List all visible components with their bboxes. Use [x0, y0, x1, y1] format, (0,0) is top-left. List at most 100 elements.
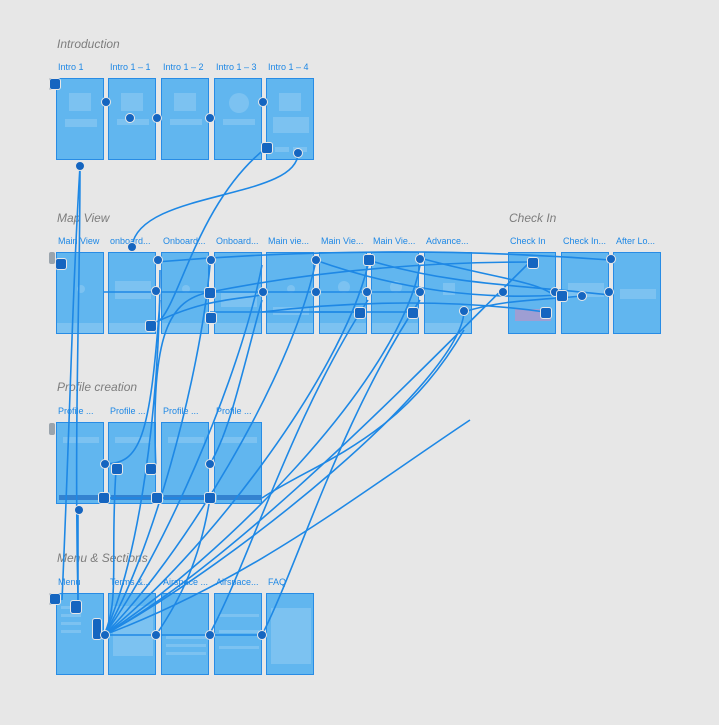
wire — [61, 165, 81, 601]
continue-button[interactable] — [217, 495, 261, 500]
hotspot-link[interactable] — [311, 255, 321, 265]
frame-intro-1-3[interactable] — [214, 78, 262, 160]
section-title-menu-sections: Menu & Sections — [57, 551, 148, 565]
hotspot-link[interactable] — [606, 254, 616, 264]
hotspot-link[interactable] — [415, 254, 425, 264]
hotspot-next[interactable] — [205, 459, 215, 469]
hotspot-link[interactable] — [604, 287, 614, 297]
map-pin-icon — [77, 285, 85, 293]
hotspot-marker[interactable] — [49, 78, 61, 90]
wire — [103, 419, 471, 636]
hotspot-next[interactable] — [205, 113, 215, 123]
hotspot-next[interactable] — [205, 630, 215, 640]
hotspot-link[interactable] — [258, 287, 268, 297]
list-row[interactable] — [219, 646, 259, 649]
hotspot-link[interactable] — [415, 287, 425, 297]
hotspot-link[interactable] — [70, 600, 82, 614]
menu-item[interactable] — [61, 622, 81, 625]
hotspot-link[interactable] — [204, 492, 216, 504]
list-row[interactable] — [219, 630, 259, 633]
wire — [103, 261, 531, 636]
list-row[interactable] — [166, 644, 206, 647]
form-field — [63, 437, 99, 443]
map-pin-icon — [287, 285, 295, 293]
hotspot-link[interactable] — [145, 463, 157, 475]
hotspot-next[interactable] — [498, 287, 508, 297]
flow-start-marker[interactable] — [49, 252, 55, 264]
wire — [209, 261, 533, 293]
hotspot-link[interactable] — [55, 258, 67, 270]
hotspot-link[interactable] — [151, 286, 161, 296]
frame-intro-1[interactable] — [56, 78, 104, 160]
wire — [103, 264, 263, 636]
list-row[interactable] — [166, 652, 206, 655]
flow-start-marker[interactable] — [49, 423, 55, 435]
hotspot-link[interactable] — [92, 618, 102, 640]
bottom-toolbar — [372, 323, 418, 333]
hotspot-link[interactable] — [127, 242, 137, 252]
wire — [103, 264, 421, 636]
section-title-introduction: Introduction — [57, 37, 120, 51]
hotspot-link[interactable] — [407, 307, 419, 319]
hotspot-link[interactable] — [363, 254, 375, 266]
menu-item[interactable] — [61, 614, 81, 617]
hotspot-link[interactable] — [98, 492, 110, 504]
hotspot-link[interactable] — [459, 306, 469, 316]
frame-profile-1[interactable] — [56, 422, 104, 504]
intro-skip-button[interactable] — [275, 147, 289, 152]
hotspot-link[interactable] — [540, 307, 552, 319]
list-row[interactable] — [166, 636, 206, 639]
faq-text-block — [271, 608, 311, 664]
menu-item[interactable] — [61, 630, 81, 633]
intro-illustration-icon — [279, 93, 301, 111]
hotspot-next[interactable] — [257, 630, 267, 640]
frame-intro-1-4[interactable] — [266, 78, 314, 160]
frame-intro-1-2[interactable] — [161, 78, 209, 160]
hotspot-link[interactable] — [205, 312, 217, 324]
hotspot-next[interactable] — [125, 113, 135, 123]
wire — [103, 469, 117, 636]
hotspot-link[interactable] — [293, 148, 303, 158]
wire — [103, 264, 369, 636]
frame-faq[interactable] — [266, 593, 314, 675]
wire — [367, 259, 611, 296]
wire — [103, 264, 211, 636]
hotspot-next[interactable] — [258, 97, 268, 107]
hotspot-link[interactable] — [311, 287, 321, 297]
hotspot-next[interactable] — [101, 97, 111, 107]
hotspot-link[interactable] — [153, 255, 163, 265]
intro-text-block — [170, 119, 202, 125]
hotspot-link[interactable] — [204, 287, 216, 299]
bottom-toolbar — [57, 323, 103, 333]
hotspot-link[interactable] — [151, 492, 163, 504]
list-row[interactable] — [219, 614, 259, 617]
hotspot-link[interactable] — [556, 290, 568, 302]
continue-button[interactable] — [59, 495, 103, 500]
frame-after-login[interactable] — [613, 252, 661, 334]
form-field — [168, 437, 204, 443]
hotspot-next[interactable] — [152, 113, 162, 123]
hotspot-link[interactable] — [151, 630, 161, 640]
frame-profile-4[interactable] — [214, 422, 262, 504]
info-bar — [273, 307, 309, 315]
hotspot-link[interactable] — [74, 505, 84, 515]
form-field — [221, 437, 257, 443]
hotspot-link[interactable] — [362, 287, 372, 297]
hotspot-next[interactable] — [100, 459, 110, 469]
hotspot-link[interactable] — [261, 142, 273, 154]
hotspot-link[interactable] — [75, 161, 85, 171]
hotspot-marker[interactable] — [49, 593, 61, 605]
intro-illustration-icon — [174, 93, 196, 111]
hotspot-link[interactable] — [145, 320, 157, 332]
hotspot-link[interactable] — [354, 307, 366, 319]
hotspot-link[interactable] — [100, 630, 110, 640]
wire — [103, 264, 316, 636]
hotspot-link[interactable] — [527, 257, 539, 269]
wire — [261, 299, 421, 636]
hotspot-link[interactable] — [206, 255, 216, 265]
hotspot-link[interactable] — [577, 291, 587, 301]
hotspot-link[interactable] — [111, 463, 123, 475]
intro-text-block — [273, 117, 309, 133]
confirmation-card — [620, 289, 656, 299]
wire — [103, 311, 465, 636]
